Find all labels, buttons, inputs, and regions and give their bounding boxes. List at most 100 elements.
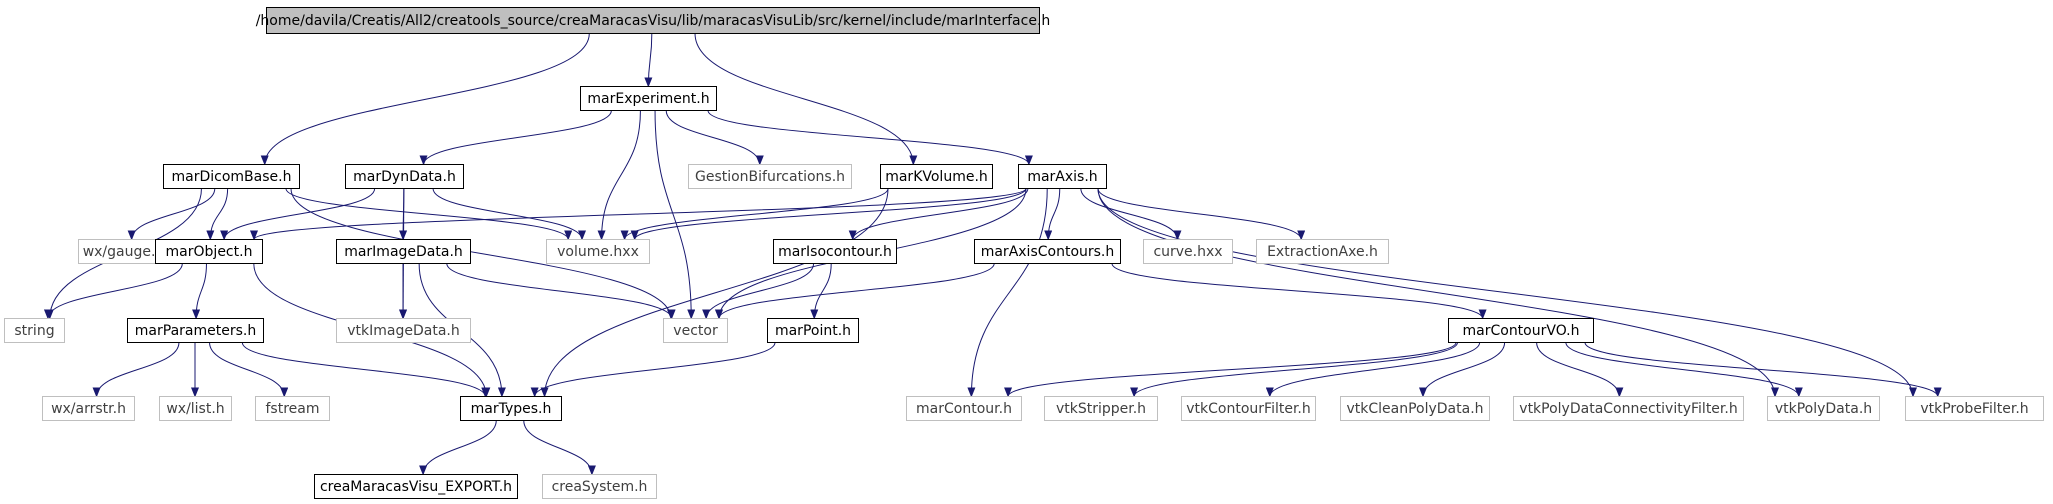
node-label: creaSystem.h	[552, 479, 648, 495]
node-box	[266, 7, 1040, 34]
node-vtkpolydataconnectivityfilter: vtkPolyDataConnectivityFilter.h	[1513, 396, 1744, 421]
edge-marcontourvo-to-vtkstripper	[1130, 342, 1458, 398]
edge-marobject-to-marparameters	[192, 263, 207, 320]
node-marexperiment[interactable]: marExperiment.h	[580, 86, 717, 111]
node-label: marParameters.h	[135, 323, 256, 339]
edge-marcontourvo-to-vtkprobefilter	[1584, 342, 1942, 398]
node-marcontourvo[interactable]: marContourVO.h	[1448, 318, 1594, 343]
node-label: wx/gauge.h	[83, 244, 165, 260]
node-marinterface: /home/davila/Creatis/All2/creatools_sour…	[256, 7, 1051, 34]
node-box	[159, 396, 232, 421]
node-curvehxx: curve.hxx	[1143, 239, 1233, 264]
node-box	[767, 318, 859, 343]
node-label: marAxis.h	[1027, 169, 1097, 185]
node-label: vtkStripper.h	[1056, 401, 1146, 417]
node-wxarrstr: wx/arrstr.h	[42, 396, 135, 421]
node-label: marContour.h	[916, 401, 1012, 417]
edge-marexperiment-to-gestionbifurcations	[665, 110, 764, 166]
node-mardyndata[interactable]: marDynData.h	[345, 164, 464, 189]
edge-markvolume-to-volumehxx	[620, 188, 889, 241]
node-vector: vector	[663, 318, 728, 343]
node-box	[255, 396, 330, 421]
edge-marexperiment-to-maraxis	[707, 110, 1033, 166]
node-vtkimagedata: vtkImageData.h	[336, 318, 471, 343]
node-fstream: fstream	[255, 396, 330, 421]
edge-mardicombase-to-wxgauge	[127, 188, 216, 241]
node-box	[42, 396, 135, 421]
edge-marparameters-to-fstream	[209, 342, 289, 398]
node-creasystem: creaSystem.h	[542, 474, 657, 499]
node-maraxis[interactable]: marAxis.h	[1018, 164, 1107, 189]
node-mardicombase[interactable]: marDicomBase.h	[163, 164, 300, 189]
edge-martypes-to-creasystem	[523, 420, 596, 476]
node-wxlist: wx/list.h	[159, 396, 232, 421]
node-creamaracasvisu-export[interactable]: creaMaracasVisu_EXPORT.h	[314, 474, 518, 499]
node-label: marExperiment.h	[587, 91, 709, 107]
node-wxgauge: wx/gauge.h	[78, 239, 169, 264]
node-label: curve.hxx	[1153, 244, 1222, 260]
edge-mardyndata-to-volumehxx	[432, 188, 586, 241]
edge-marparameters-to-wxarrstr	[92, 342, 180, 398]
node-label: GestionBifurcations.h	[695, 169, 845, 185]
edge-maraxis-to-marobject	[250, 188, 1027, 241]
node-box	[336, 239, 471, 264]
edge-marexperiment-to-volumehxx	[597, 110, 641, 241]
edge-marinterface-to-mardicombase	[260, 33, 590, 166]
node-vtkcleanpolydata: vtkCleanPolyData.h	[1340, 396, 1490, 421]
edge-marinterface-to-marexperiment	[644, 33, 653, 88]
edge-maraxis-to-curvehxx	[1080, 188, 1182, 241]
edge-marisocontour-to-marpoint	[810, 263, 832, 320]
node-maraxiscontours[interactable]: marAxisContours.h	[974, 239, 1121, 264]
node-box	[163, 164, 300, 189]
node-marimagedata[interactable]: marImageData.h	[336, 239, 471, 264]
node-label: creaMaracasVisu_EXPORT.h	[320, 479, 512, 495]
node-label: marAxisContours.h	[981, 244, 1115, 260]
node-label: vtkCleanPolyData.h	[1346, 401, 1483, 417]
node-box	[460, 396, 562, 421]
node-box	[1905, 396, 2044, 421]
node-label: marDynData.h	[353, 169, 456, 185]
node-marobject[interactable]: marObject.h	[155, 239, 263, 264]
node-marparameters[interactable]: marParameters.h	[127, 318, 264, 343]
node-box	[155, 239, 263, 264]
edge-marisocontour-to-vector	[702, 263, 815, 320]
node-box	[1044, 396, 1158, 421]
edge-marcontourvo-to-vtkcontourfilter	[1265, 342, 1481, 398]
node-markvolume[interactable]: marKVolume.h	[880, 164, 993, 189]
edge-maraxis-to-extractionaxe	[1097, 188, 1306, 241]
node-box	[773, 239, 897, 264]
node-vtkcontourfilter: vtkContourFilter.h	[1181, 396, 1316, 421]
node-label: vector	[673, 323, 718, 339]
node-vtkpolydata: vtkPolyData.h	[1767, 396, 1880, 421]
edge-mardyndata-to-marobject	[220, 188, 376, 241]
edge-marcontourvo-to-vtkcleanpolydata	[1419, 342, 1506, 398]
node-label: marPoint.h	[775, 323, 851, 339]
node-label: marIsocontour.h	[778, 244, 892, 260]
edge-marcontourvo-to-vtkpolydata	[1565, 342, 1803, 398]
node-box	[1767, 396, 1880, 421]
node-marpoint[interactable]: marPoint.h	[767, 318, 859, 343]
edge-markvolume-to-martypes	[540, 188, 889, 398]
node-box	[880, 164, 993, 189]
node-marcontour: marContour.h	[906, 396, 1022, 421]
node-marisocontour[interactable]: marIsocontour.h	[773, 239, 897, 264]
edge-maraxis-to-marcontour	[967, 188, 1048, 398]
node-box	[4, 318, 65, 343]
node-label: ExtractionAxe.h	[1267, 244, 1378, 260]
node-box	[688, 164, 852, 189]
node-box	[1256, 239, 1389, 264]
node-box	[1181, 396, 1316, 421]
node-label: /home/davila/Creatis/All2/creatools_sour…	[256, 13, 1051, 29]
edge-maraxis-to-vtkpolydata	[1097, 188, 1779, 398]
node-label: marDicomBase.h	[172, 169, 292, 185]
edge-marparameters-to-martypes	[241, 342, 490, 398]
edge-mardicombase-to-volumehxx	[285, 188, 573, 241]
node-box	[1018, 164, 1107, 189]
node-label: fstream	[266, 401, 320, 417]
node-volumehxx: volume.hxx	[546, 239, 650, 264]
edge-mardicombase-to-marobject	[206, 188, 229, 241]
edge-maraxiscontours-to-vector	[715, 263, 995, 320]
edge-marpoint-to-martypes	[530, 342, 776, 398]
node-martypes[interactable]: marTypes.h	[460, 396, 562, 421]
